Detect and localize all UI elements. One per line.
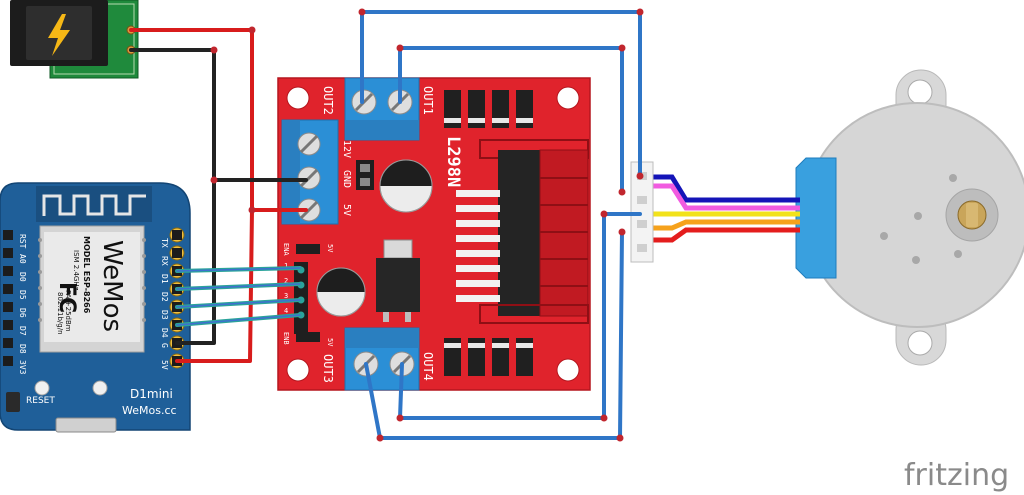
power-jack [10,0,139,79]
capacitor-large [379,159,433,213]
label-12v: 12V [341,140,352,158]
label-in2: 2 [284,277,288,285]
terminal-out3-out4 [344,327,420,391]
diodes-bottom [444,338,533,376]
fritzing-watermark: fritzing [904,458,1009,493]
pin-label-a0: A0 [18,254,27,264]
label-ena-5v: 5V [326,244,334,253]
label-ena: ENA [282,243,290,256]
d1mini-label: D1mini [130,387,173,401]
reset-label: RESET [26,396,55,406]
out2-label: OUT2 [321,86,335,115]
usb-port [55,417,117,433]
site-label: WeMos.cc [122,404,177,417]
wire-red-12v-jack [129,28,308,212]
label-in4: 4 [284,307,288,315]
heatsink [456,139,589,324]
pin-label-g: G [160,343,169,348]
label-5v: 5V [341,204,352,216]
pin-label-d6: D6 [18,308,27,318]
diodes-top [444,90,533,128]
jumper-5ven [356,160,374,190]
label-enb-5v: 5V [326,338,334,347]
pin-label-d8: D8 [18,344,27,354]
pin-label-tx: TX [160,238,169,248]
out4-label: OUT4 [421,352,435,381]
wemos-logo: WeMos [97,240,127,332]
wemos-d1-mini: FC WeMos MODEL ESP-8266 ISM 2.4GHz PA +2… [0,182,191,433]
label-in1: 1 [284,262,288,270]
model-line3: PA +25dBm [64,290,72,332]
stepper-motor [795,69,1024,366]
pin-label-5v: 5V [160,360,169,370]
wire-red-5v [175,208,254,363]
fc-mark: FC [54,282,79,313]
label-gnd: GND [341,170,352,188]
pin-label-d0: D0 [18,272,27,282]
model-line1: MODEL ESP-8266 [82,236,91,314]
out1-label: OUT1 [421,86,435,115]
pin-label-d5: D5 [18,290,27,300]
pin-label-d2: D2 [160,292,169,302]
wires [129,10,642,440]
wire-endpoints [210,8,644,442]
label-enb: ENB [282,332,290,345]
wire-black-g [175,178,216,345]
wemos-pin-holes-right [3,230,13,366]
chip-label: L298N [443,136,463,187]
wire-blue-out3 [364,230,624,440]
lightning-bolt-icon [48,14,70,56]
terminal-power [281,119,339,225]
pin-label-rx: RX [160,256,169,266]
terminal-out1-out2 [344,77,420,141]
wire-blue-out2 [360,10,642,178]
pin-label-3v3: 3V3 [18,360,27,375]
voltage-regulator [376,239,420,322]
capacitor-small [316,267,366,317]
wire-blue-out1 [398,46,624,194]
pin-label-d4: D4 [160,328,169,338]
l298n-driver-board: L298N [277,77,591,391]
wire-black-gnd [129,48,308,182]
pin-label-d3: D3 [160,310,169,320]
model-line4: 802.11b/g/n [56,292,64,335]
motor-connector [795,157,837,279]
out3-label: OUT3 [321,354,335,383]
motor-leads [652,174,800,243]
pin-label-d1: D1 [160,274,169,284]
label-in3: 3 [284,292,288,300]
pin-label-d7: D7 [18,326,27,336]
pin-label-rst: RST [18,234,27,249]
reset-button[interactable] [6,392,20,412]
model-line2: ISM 2.4GHz [72,250,80,291]
